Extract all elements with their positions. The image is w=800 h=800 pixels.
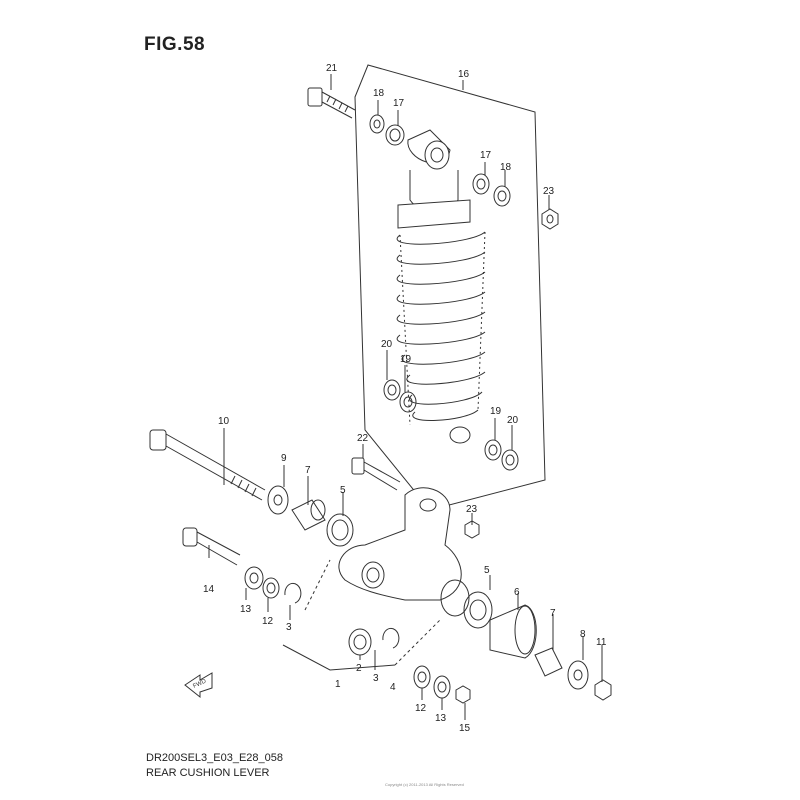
bolt-21-shape bbox=[307, 87, 356, 119]
bolt-22-shape bbox=[351, 457, 401, 491]
bolt-14-shape bbox=[182, 527, 241, 566]
callout-7: 7 bbox=[305, 465, 311, 476]
callout-13: 13 bbox=[435, 713, 447, 724]
callout-4: 4 bbox=[390, 682, 396, 693]
front-arrow-label: FWD bbox=[192, 678, 208, 689]
shock-body-shape bbox=[396, 129, 486, 444]
callout-18: 18 bbox=[500, 162, 512, 173]
callout-20: 20 bbox=[381, 339, 393, 350]
callout-11: 11 bbox=[596, 637, 607, 648]
callout-19: 19 bbox=[400, 354, 412, 365]
callout-21: 21 bbox=[326, 63, 338, 74]
cushion-lever-shape bbox=[338, 487, 462, 601]
callout-16: 16 bbox=[458, 69, 470, 80]
callout-23: 23 bbox=[543, 186, 555, 197]
callout-2: 2 bbox=[356, 663, 362, 674]
seal-17-top-shape bbox=[385, 124, 405, 146]
callout-12: 12 bbox=[415, 703, 427, 714]
figure-name: REAR CUSHION LEVER bbox=[146, 767, 270, 779]
callout-13: 13 bbox=[240, 604, 252, 615]
callout-22: 22 bbox=[357, 433, 369, 444]
callout-17: 17 bbox=[393, 98, 405, 109]
front-arrow-icon bbox=[184, 672, 213, 699]
figure-code: DR200SEL3_E03_E28_058 bbox=[146, 752, 284, 764]
callout-7: 7 bbox=[550, 608, 556, 619]
callout-17: 17 bbox=[480, 150, 492, 161]
callout-19: 19 bbox=[490, 406, 502, 417]
callout-18: 18 bbox=[373, 88, 385, 99]
nut-23-top-shape bbox=[541, 208, 559, 230]
bolt-10-shape bbox=[149, 429, 266, 501]
copyright-notice: Copyright (c) 2011-2013 All Rights Reser… bbox=[385, 782, 464, 787]
callout-1: 1 bbox=[335, 679, 341, 690]
callout-20: 20 bbox=[507, 415, 519, 426]
callout-12: 12 bbox=[262, 616, 274, 627]
washer-9-shape bbox=[267, 485, 289, 515]
callout-14: 14 bbox=[203, 584, 215, 595]
shock-assembly-outline bbox=[354, 64, 546, 511]
callout-15: 15 bbox=[459, 723, 471, 734]
callout-5: 5 bbox=[340, 485, 346, 496]
washer-18-top-shape bbox=[369, 114, 385, 134]
callout-9: 9 bbox=[281, 453, 287, 464]
callout-6: 6 bbox=[514, 587, 520, 598]
callout-3: 3 bbox=[286, 622, 292, 633]
callout-8: 8 bbox=[580, 629, 586, 640]
bracket-1-outline bbox=[282, 644, 396, 671]
callout-10: 10 bbox=[218, 416, 230, 427]
callout-23: 23 bbox=[466, 504, 478, 515]
callout-5: 5 bbox=[484, 565, 490, 576]
seal-5-left-shape bbox=[326, 513, 354, 547]
callout-3: 3 bbox=[373, 673, 379, 684]
figure-title: FIG.58 bbox=[144, 34, 206, 55]
collar-7-left-shape bbox=[291, 499, 326, 531]
